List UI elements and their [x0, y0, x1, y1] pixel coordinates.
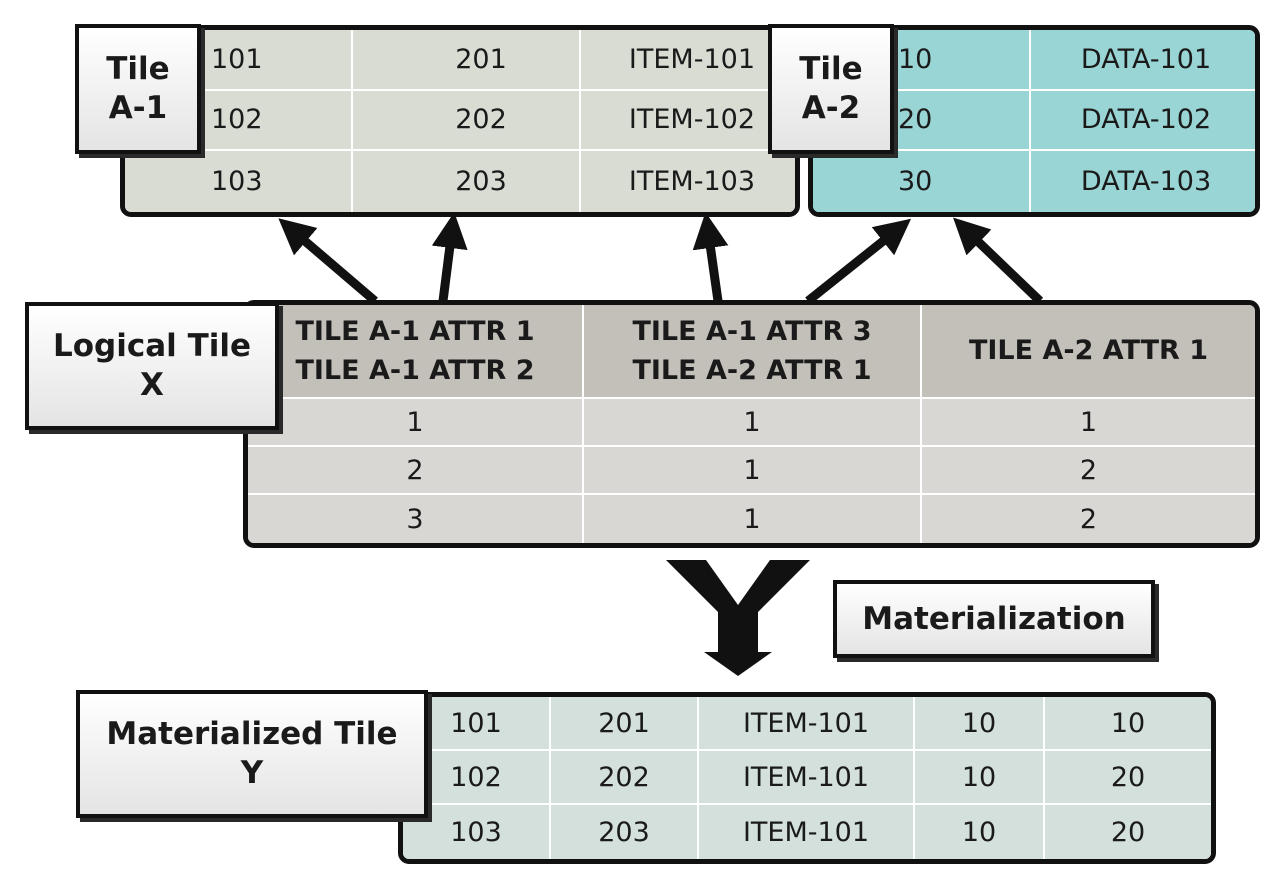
- materialized-tile-y-cell: 10: [915, 805, 1045, 859]
- tile-a1-cell: ITEM-101: [581, 30, 795, 91]
- materialized-tile-y-cell: 20: [1045, 751, 1211, 805]
- tile-a1-cell: ITEM-103: [581, 151, 795, 212]
- logical-tile-x-header-cell: TILE A-1 ATTR 1 TILE A-1 ATTR 2: [248, 305, 584, 399]
- materialized-tile-y-cell: 10: [915, 697, 1045, 751]
- logical-tile-x-header-text: TILE A-1 ATTR 2: [295, 355, 535, 386]
- tile-a1-label: Tile A-1: [75, 24, 201, 154]
- tile-a2-label-line2: A-2: [801, 90, 861, 126]
- logical-tile-x-cell: 2: [922, 447, 1255, 495]
- tile-a2-label-line1: Tile: [799, 51, 863, 88]
- arrow-attr3-to-a1: [692, 212, 729, 302]
- materialized-tile-y-cell: 20: [1045, 805, 1211, 859]
- logical-tile-x-cell: 1: [584, 495, 922, 543]
- logical-tile-x-cell: 3: [248, 495, 584, 543]
- materialized-tile-y-cell: 201: [551, 697, 699, 751]
- arrow-attr1-to-a1: [278, 218, 378, 305]
- tile-a1-cell: 203: [353, 151, 581, 212]
- tile-a1-label-line1: Tile: [106, 51, 170, 88]
- logical-tile-x-label-line2: X: [140, 367, 164, 403]
- tile-a2-label: Tile A-2: [768, 24, 894, 154]
- tile-a2-cell: DATA-101: [1031, 30, 1255, 91]
- logical-tile-x-cell: 1: [584, 399, 922, 447]
- logical-tile-x-header-text: TILE A-2 ATTR 1: [632, 355, 872, 386]
- materialized-tile-y-label-line2: Y: [240, 755, 264, 791]
- tile-a2-cell: DATA-102: [1031, 90, 1255, 152]
- materialized-tile-y-cell: 203: [551, 805, 699, 859]
- tile-a2-cell: DATA-103: [1031, 151, 1255, 212]
- logical-tile-x-header-cell: TILE A-1 ATTR 3 TILE A-2 ATTR 1: [584, 305, 922, 399]
- tile-a1-cell: 201: [353, 30, 581, 91]
- logical-tile-x-cell: 2: [248, 447, 584, 495]
- logical-tile-x-cell: 1: [922, 399, 1255, 447]
- logical-tile-x-label-line1: Logical Tile: [52, 328, 251, 365]
- logical-tile-x-header-text: TILE A-1 ATTR 3: [632, 315, 872, 347]
- materialized-tile-y-cell: ITEM-101: [699, 805, 915, 859]
- arrow-a2attr1b-to-a2: [953, 217, 1044, 305]
- materialized-tile-y-cell: ITEM-101: [699, 751, 915, 805]
- logical-tile-x-cell: 1: [248, 399, 584, 447]
- materialized-tile-y-cell: 10: [1045, 697, 1211, 751]
- logical-tile-x-label: Logical Tile X: [25, 302, 279, 430]
- tile-a1-cell: ITEM-102: [581, 90, 795, 152]
- materialized-tile-y-cell: 10: [915, 751, 1045, 805]
- materialized-tile-y-label-line1: Materialized Tile: [106, 716, 398, 753]
- materialized-tile-y-label: Materialized Tile Y: [76, 690, 428, 818]
- materialized-tile-y-cell: ITEM-101: [699, 697, 915, 751]
- logical-tile-x-cell: 2: [922, 495, 1255, 543]
- tile-a2-cell: 30: [813, 151, 1031, 212]
- materialization-label-text: Materialization: [862, 600, 1126, 637]
- logical-tile-x-cell: 1: [584, 447, 922, 495]
- materialized-tile-y-cell: 202: [551, 751, 699, 805]
- arrow-attr2-to-a1: [431, 212, 468, 302]
- tile-a1-label-line2: A-1: [108, 90, 168, 126]
- logical-tile-x-header-cell: TILE A-2 ATTR 1: [922, 305, 1255, 399]
- materialization-label: Materialization: [833, 580, 1155, 658]
- arrow-a2attr1-to-a2: [805, 218, 912, 305]
- tile-a1-cell: 103: [125, 151, 353, 212]
- tile-a1-cell: 202: [353, 90, 581, 152]
- merge-arrow-icon: [666, 560, 810, 676]
- logical-tile-x-header-text: TILE A-1 ATTR 1: [295, 315, 535, 347]
- logical-tile-x-header-text: TILE A-2 ATTR 1: [968, 335, 1209, 367]
